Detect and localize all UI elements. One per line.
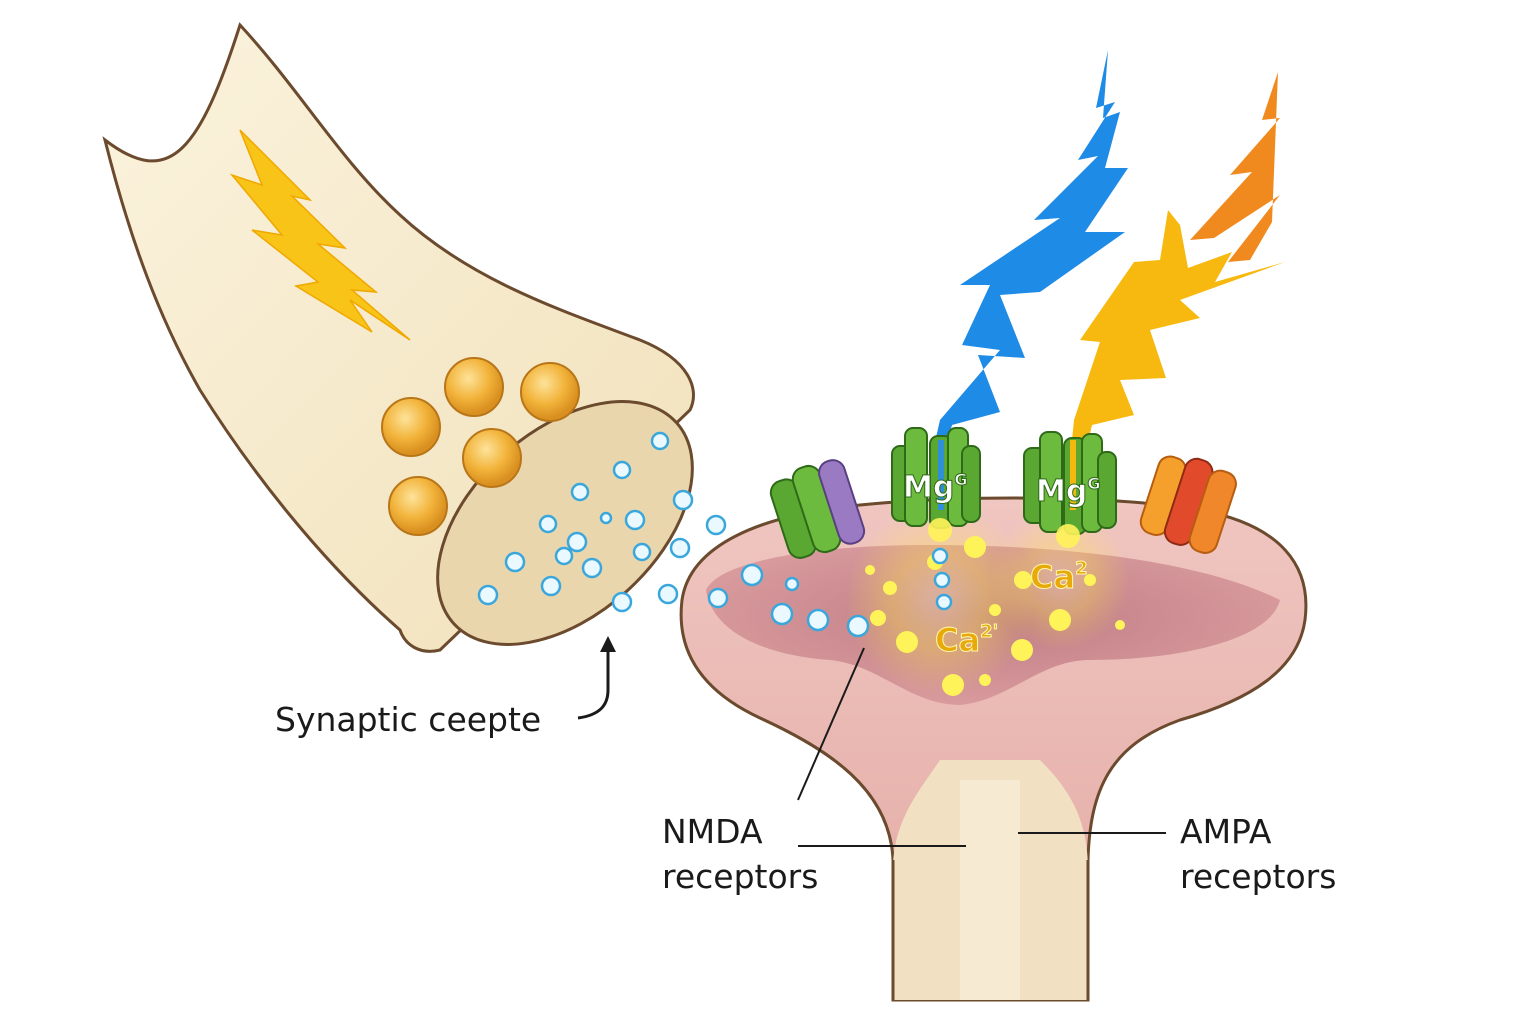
neurotransmitter-molecule (935, 593, 953, 611)
synaptic-vesicle (388, 476, 448, 536)
calcium-label-lower: Ca2' (935, 621, 998, 659)
synaptic-vesicle (444, 357, 504, 417)
neurotransmitter-molecule (540, 575, 562, 597)
neurotransmitter-molecule (672, 489, 694, 511)
ampa-receptor (1139, 455, 1237, 554)
synaptic-arrow (577, 648, 610, 720)
neurotransmitter-molecule (566, 531, 588, 553)
neurotransmitter-molecule (554, 546, 574, 566)
neurotransmitter-molecule (770, 602, 794, 626)
synaptic-vesicle (462, 428, 522, 488)
synaptic-arrow-head (600, 636, 616, 652)
neurotransmitter-molecule (705, 514, 727, 536)
nmda-leader-line-1 (797, 647, 865, 801)
nmda-label-line1: NMDA (662, 812, 763, 851)
action-potential-bolt (229, 129, 411, 341)
calcium-ion-dot (896, 631, 918, 653)
neurotransmitter-molecule (931, 547, 949, 565)
ampa-label-line2: receptors (1180, 857, 1337, 896)
calcium-ion-dot (1014, 571, 1032, 589)
presynaptic-terminal (102, 22, 695, 653)
mg-ion-label-left: MgG (903, 470, 967, 505)
calcium-ion-dot (865, 565, 875, 575)
calcium-cloud (845, 505, 1130, 696)
neurotransmitter-molecule (612, 460, 632, 480)
neurotransmitter-molecule (707, 587, 729, 609)
calcium-ion-dot (1115, 620, 1125, 630)
neurotransmitter-molecule (570, 482, 590, 502)
synaptic-vesicle (381, 397, 441, 457)
ampa-label-line1: AMPA (1180, 812, 1272, 851)
mg-ion-label-right: MgG (1036, 474, 1100, 509)
calcium-ion-dot (979, 674, 991, 686)
calcium-label-upper: Ca2 (1030, 558, 1088, 596)
neurotransmitter-molecule (611, 591, 633, 613)
receptor-channel-left (769, 459, 866, 559)
calcium-ion-dot (1049, 609, 1071, 631)
neurotransmitter-molecule (650, 431, 670, 451)
neurotransmitter-molecule (632, 542, 652, 562)
neurotransmitter-molecule (846, 614, 870, 638)
neurotransmitter-molecule (740, 563, 764, 587)
neurotransmitter-group (477, 431, 953, 638)
calcium-ion-dot (942, 674, 964, 696)
neurotransmitter-molecule (669, 537, 691, 559)
blue-signal-bolt (932, 50, 1128, 455)
vesicle-group (381, 357, 580, 536)
calcium-ion-dot (964, 536, 986, 558)
neurotransmitter-molecule (599, 511, 613, 525)
neurotransmitter-molecule (504, 551, 526, 573)
neurotransmitter-molecule (933, 571, 951, 589)
calcium-ion-dot (989, 604, 1001, 616)
neurotransmitter-molecule (784, 576, 800, 592)
neurotransmitter-molecule (581, 557, 603, 579)
calcium-ion-dot (1011, 639, 1033, 661)
orange-signal-bolt (1190, 72, 1280, 262)
nmda-receptor-left (891, 427, 981, 542)
nmda-receptor-right (1023, 431, 1117, 548)
neurotransmitter-molecule (657, 583, 679, 605)
neurotransmitter-molecule (477, 584, 499, 606)
synaptic-vesicle (520, 362, 580, 422)
calcium-ion-dot (870, 610, 886, 626)
neurotransmitter-molecule (538, 514, 558, 534)
synaptic-label: Synaptic ceepte (275, 700, 542, 739)
nmda-label-line2: receptors (662, 857, 819, 896)
yellow-signal-bolt (1070, 210, 1285, 460)
calcium-ion-dot (1084, 574, 1096, 586)
calcium-ion-dot (883, 581, 897, 595)
neurotransmitter-molecule (624, 509, 646, 531)
neurotransmitter-molecule (806, 608, 830, 632)
